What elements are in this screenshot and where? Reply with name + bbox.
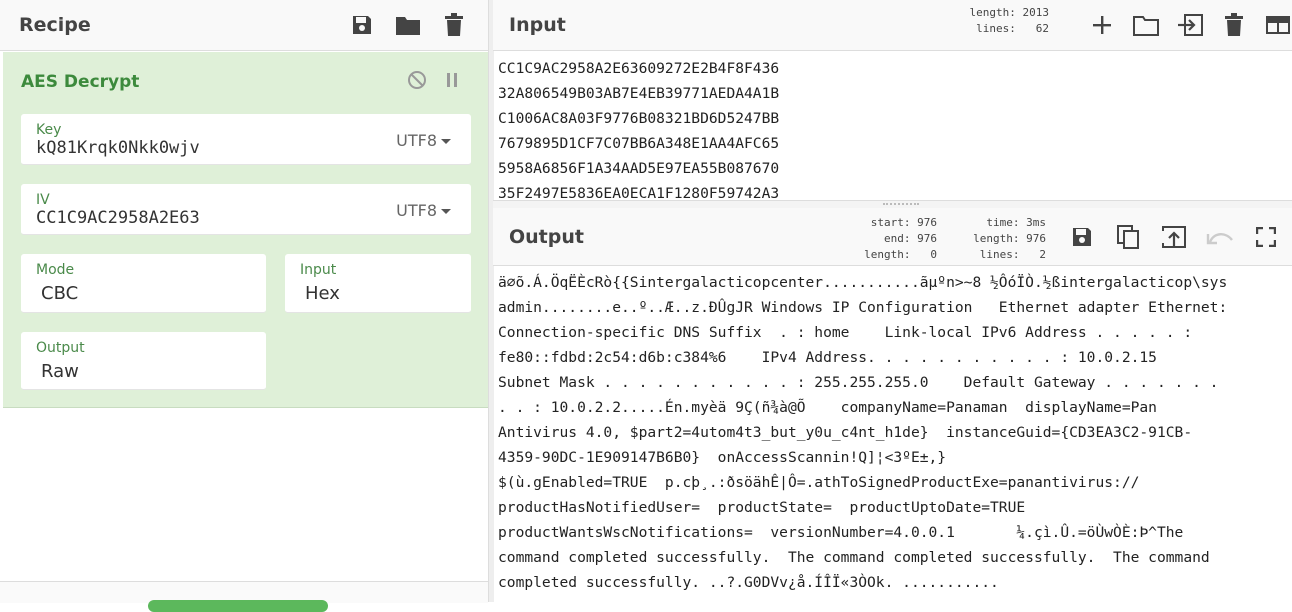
output-header: Output start: 976 end: 976 length: 0 tim… [493,208,1292,266]
undo-icon[interactable] [1206,223,1234,251]
output-format-label: Output [36,340,85,356]
output-sel-length-value: 0 [930,248,937,261]
recipe-title: Recipe [19,14,91,36]
iv-field[interactable]: IV CC1C9AC2958A2E63 UTF8 [21,184,471,235]
output-lines-label: lines: [979,248,1020,261]
output-end-value: 976 [917,232,937,245]
output-line: Subnet Mask . . . . . . . . . . . : 255.… [498,374,1219,391]
add-icon[interactable] [1088,11,1116,39]
output-end-label: end: [884,232,911,245]
aes-decrypt-operation: AES Decrypt Key kQ81Krqk0Nkk0wjv UTF8 IV… [3,52,488,408]
key-input[interactable]: kQ81Krqk0Nkk0wjv [36,138,200,158]
output-length-value: 976 [1026,232,1046,245]
input-lines-value: 62 [1035,22,1049,35]
output-line: 4359-90DC-1E909147B6B0} onAccessScannin!… [498,449,947,466]
layout-icon[interactable] [1264,11,1292,39]
key-encoding-dropdown[interactable]: UTF8 [396,131,451,150]
output-line: . . : 10.0.2.2.....Én.myèä 9Ç(ñ¾à@Õ comp… [498,399,1157,416]
key-label: Key [36,122,62,138]
disable-icon[interactable] [405,68,429,92]
input-header-actions [1088,0,1292,50]
maximize-icon[interactable] [1252,223,1280,251]
open-folder-icon[interactable] [1132,11,1160,39]
input-line: 35F2497E5836EA0ECA1F1280F59742A3 [498,185,780,202]
input-lines-label: lines: [976,22,1016,35]
output-time-label: time: [986,216,1020,229]
key-field[interactable]: Key kQ81Krqk0Nkk0wjv UTF8 [21,114,471,165]
output-lines-value: 2 [1039,248,1046,261]
save-icon[interactable] [348,11,376,39]
input-length-label: length: [969,6,1016,19]
trash-icon[interactable] [1220,11,1248,39]
folder-icon[interactable] [394,11,422,39]
replace-input-icon[interactable] [1160,223,1188,251]
output-pane: Output start: 976 end: 976 length: 0 tim… [493,208,1292,602]
input-line: 32A806549B03AB7E4EB39771AEDA4A1B [498,85,780,102]
output-header-actions [1068,208,1280,265]
mode-select[interactable]: CBC [41,283,79,304]
iv-encoding-label: UTF8 [396,201,437,220]
output-line: completed successfully. ..?.G0DVv¿å.ÍÎÏ«… [498,574,999,591]
output-selection-stats: start: 976 end: 976 length: 0 [853,215,937,263]
trash-icon[interactable] [440,11,468,39]
output-text-area[interactable]: ä∅õ.Á.ÖqËÈcRò{{Sintergalacticopcenter...… [498,270,1292,595]
input-header: Input length: 2013 lines: 62 [493,0,1292,51]
output-start-value: 976 [917,216,937,229]
iv-label: IV [36,192,50,208]
recipe-header: Recipe [0,0,488,51]
iv-input[interactable]: CC1C9AC2958A2E63 [36,208,200,228]
chevron-down-icon [441,209,451,214]
copy-icon[interactable] [1114,223,1142,251]
output-line: $(ù.gEnabled=TRUE p.cþ¸.:ðsöähÊ|Ô=.athTo… [498,474,1140,491]
output-time-value: 3ms [1026,216,1046,229]
output-line: productWantsWscNotifications= versionNum… [498,524,1184,541]
input-format-label: Input [300,262,337,278]
output-line: ä∅õ.Á.ÖqËÈcRò{{Sintergalacticopcenter...… [498,274,1228,291]
input-line: CC1C9AC2958A2E63609272E2B4F8F436 [498,60,780,77]
input-length-value: 2013 [1022,6,1050,19]
input-format-select[interactable]: Hex [305,283,340,304]
output-title: Output [509,225,584,248]
input-pane: Input length: 2013 lines: 62 CC1C9AC2958… [493,0,1292,202]
key-encoding-label: UTF8 [396,131,437,150]
output-line: Connection-specific DNS Suffix . : home … [498,324,1193,341]
input-line: 7679895D1CF7C07BB6A348E1AA4AFC65 [498,135,780,152]
input-text-area[interactable]: CC1C9AC2958A2E63609272E2B4F8F436 32A80654… [498,56,779,206]
input-line: C1006AC8A03F9776B08321BD6D5247BB [498,110,780,127]
import-file-icon[interactable] [1176,11,1204,39]
output-line: admin........e..º..Æ..z.ÐÛgJR Windows IP… [498,299,1228,316]
mode-label: Mode [36,262,75,278]
output-format-select[interactable]: Raw [41,361,79,382]
input-format-field[interactable]: Input Hex [285,254,471,313]
output-line: productHasNotifiedUser= productState= pr… [498,499,1026,516]
chevron-down-icon [441,139,451,144]
iv-encoding-dropdown[interactable]: UTF8 [396,201,451,220]
input-line: 5958A6856F1A34AAD5E97EA55B087670 [498,160,780,177]
output-sel-length-label: length: [864,248,911,261]
save-icon[interactable] [1068,223,1096,251]
output-format-field[interactable]: Output Raw [21,332,266,390]
output-length-label: length: [973,232,1020,245]
vertical-resize-handle[interactable] [488,0,494,602]
input-title: Input [509,14,566,36]
operation-title: AES Decrypt [21,72,140,92]
output-start-label: start: [870,216,911,229]
input-stats: length: 2013 lines: 62 [921,5,1049,37]
mode-field[interactable]: Mode CBC [21,254,266,313]
output-result-stats: time: 3ms length: 976 lines: 2 [953,215,1046,263]
output-line: Antivirus 4.0, $part2=4utom4t3_but_y0u_c… [498,424,1193,441]
output-line: command completed successfully. The comm… [498,549,1210,566]
recipe-pane: Recipe AES Decrypt Key kQ81Krqk0Nkk0wjv … [0,0,488,612]
recipe-header-actions [348,0,468,50]
output-line: fe80::fdbd:2c54:d6b:c384%6 IPv4 Address.… [498,349,1157,366]
recipe-footer [0,581,488,612]
grip-icon [883,203,919,207]
pause-icon[interactable] [440,68,464,92]
